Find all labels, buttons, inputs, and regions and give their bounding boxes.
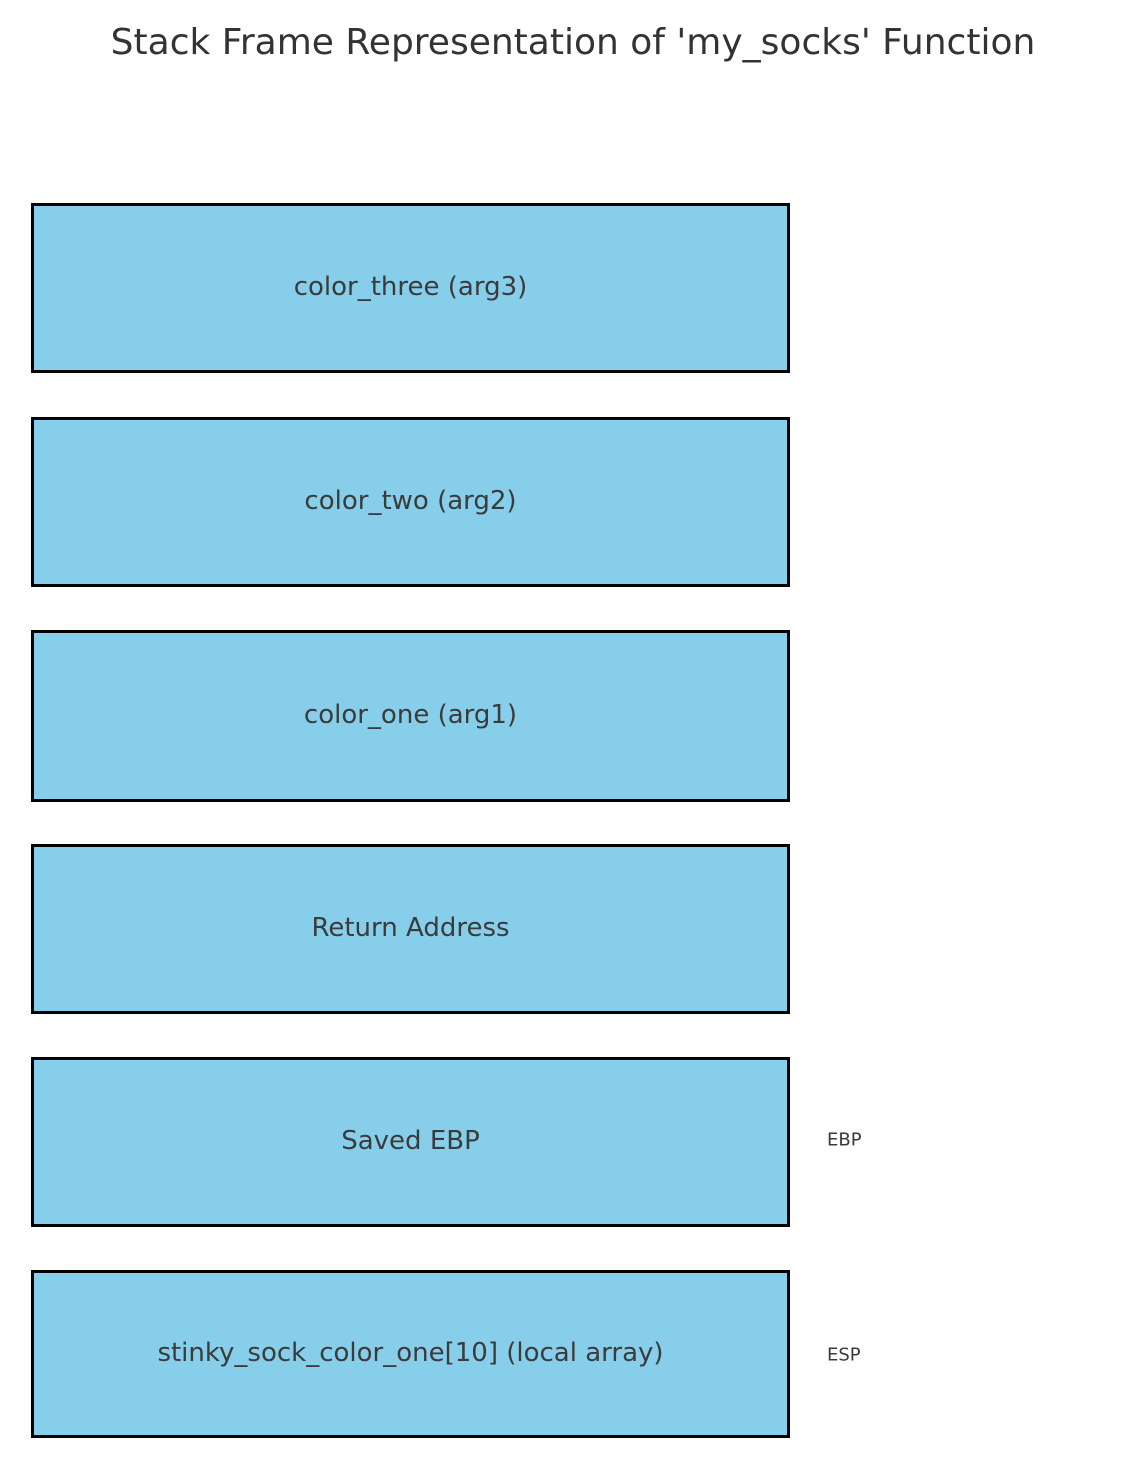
stack-slot-label: color_one (arg1) (303, 700, 518, 731)
page-title: Stack Frame Representation of 'my_socks'… (110, 22, 1036, 63)
stack-slot-return-address: Return Address (31, 844, 790, 1014)
stack-slot-arg1: color_one (arg1) (31, 630, 790, 802)
stack-slot-arg2: color_two (arg2) (31, 417, 790, 587)
stack-slot-label: Return Address (311, 913, 510, 944)
stack-slot-label: color_two (arg2) (304, 486, 517, 517)
stack-slot-arg3: color_three (arg3) (31, 203, 790, 373)
register-marker-ebp: EBP (827, 1129, 862, 1151)
stack-slot-label: color_three (arg3) (293, 272, 528, 303)
stack-slot-local-array: stinky_sock_color_one[10] (local array) (31, 1270, 790, 1438)
register-marker-esp: ESP (827, 1344, 861, 1366)
stack-slot-saved-ebp: Saved EBP (31, 1057, 790, 1227)
stack-slot-label: Saved EBP (341, 1126, 480, 1157)
stack-slot-label: stinky_sock_color_one[10] (local array) (157, 1338, 664, 1369)
